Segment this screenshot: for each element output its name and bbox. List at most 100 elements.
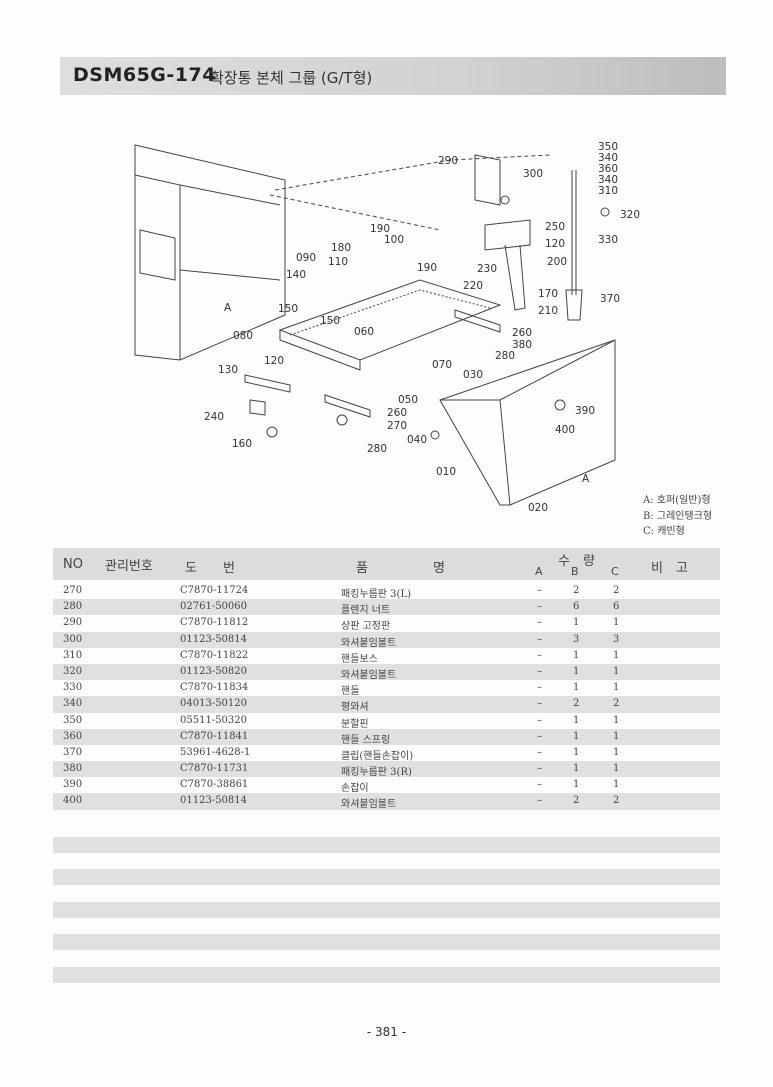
header-mgmt: 관리번호 <box>105 559 153 574</box>
legend-item: C: 캐빈형 <box>643 526 685 537</box>
callout-190: 190 <box>370 223 390 235</box>
cell-a: – <box>537 730 542 742</box>
callout-390: 390 <box>575 405 595 417</box>
cell-no: 380 <box>63 763 83 775</box>
callout-150: 150 <box>278 303 298 315</box>
callout-190: 190 <box>417 262 437 274</box>
cell-drawing: C7870-11841 <box>180 730 249 742</box>
cell-name: 손잡이 <box>341 783 369 795</box>
callout-200: 200 <box>547 256 567 268</box>
callout-360: 360 <box>598 163 618 175</box>
callout-330: 330 <box>598 234 618 246</box>
callout-370: 370 <box>600 293 620 305</box>
cell-b: 1 <box>573 665 580 677</box>
cell-no: 390 <box>63 779 83 791</box>
cell-no: 360 <box>63 730 83 742</box>
cell-c: 2 <box>613 795 620 807</box>
cell-no: 350 <box>63 714 83 726</box>
cell-no: 320 <box>63 665 83 677</box>
cell-name: 핸들보스 <box>341 653 378 665</box>
empty-row <box>53 869 720 885</box>
callout-260: 260 <box>387 407 407 419</box>
callout-090: 090 <box>296 252 316 264</box>
cell-no: 280 <box>63 601 83 613</box>
cell-a: – <box>537 682 542 694</box>
cell-b: 1 <box>573 746 580 758</box>
callout-a: A <box>582 473 590 485</box>
cell-a: – <box>537 617 542 629</box>
header-qty: 수 량 <box>558 554 595 569</box>
callout-170: 170 <box>538 288 558 300</box>
cell-b: 2 <box>573 585 580 596</box>
cell-c: 1 <box>613 763 620 775</box>
header-name: 품 명 <box>356 561 445 576</box>
cell-a: – <box>537 601 542 613</box>
header-drawing: 도 번 <box>185 561 235 576</box>
empty-row <box>53 967 720 983</box>
header-qty-c: C <box>611 565 619 578</box>
cell-name: 핸들 스프링 <box>341 734 391 746</box>
cell-a: – <box>537 698 542 710</box>
callout-060: 060 <box>354 326 374 338</box>
legend-item: B: 그레인탱크형 <box>643 510 713 522</box>
cell-b: 3 <box>573 633 580 645</box>
cell-no: 290 <box>63 617 83 629</box>
cell-name: 와셔붙임볼트 <box>341 637 397 649</box>
cell-c: 1 <box>613 665 620 677</box>
title-bar: DSM65G-174 확장통 본체 그룹 (G/T형) <box>60 57 726 95</box>
cell-drawing: 53961-4628-1 <box>180 746 251 758</box>
callout-140: 140 <box>286 269 306 281</box>
callout-340: 340 <box>598 174 618 186</box>
cell-a: – <box>537 585 542 596</box>
callout-310: 310 <box>598 185 618 197</box>
variant-legend: A: 호퍼(일반)형 B: 그레인탱크형 C: 캐빈형 <box>643 493 712 540</box>
callout-030: 030 <box>463 369 483 381</box>
cell-no: 330 <box>63 682 83 694</box>
cell-c: 3 <box>613 633 620 645</box>
cell-c: 2 <box>613 585 620 596</box>
cell-a: – <box>537 649 542 661</box>
model-code: DSM65G-174 <box>73 64 216 86</box>
cell-a: – <box>537 665 542 677</box>
cell-a: – <box>537 795 542 807</box>
callout-290: 290 <box>438 155 458 167</box>
cell-no: 400 <box>63 795 83 807</box>
cell-drawing: 01123-50820 <box>180 665 248 677</box>
callout-050: 050 <box>398 394 418 406</box>
cell-b: 1 <box>573 714 580 726</box>
cell-a: – <box>537 633 542 645</box>
cell-name: 와셔붙임볼트 <box>341 799 397 811</box>
page-number: - 381 - <box>366 1025 407 1039</box>
cell-no: 370 <box>63 746 83 758</box>
callout-070: 070 <box>432 359 452 371</box>
cell-drawing: 04013-50120 <box>180 698 248 710</box>
cell-drawing: 01123-50814 <box>180 633 248 645</box>
callout-220: 220 <box>463 280 483 292</box>
cell-name: 패킹누름판 3(L) <box>341 589 411 600</box>
cell-b: 2 <box>573 698 580 710</box>
callout-040: 040 <box>407 434 427 446</box>
cell-drawing: 05511-50320 <box>180 714 248 726</box>
cell-name: 클립(핸들손잡이) <box>341 750 414 762</box>
callout-110: 110 <box>328 256 348 268</box>
cell-drawing: C7870-11812 <box>180 617 249 629</box>
callout-240: 240 <box>204 411 224 423</box>
header-qty-a: A <box>535 565 543 578</box>
cell-name: 플렌지 너트 <box>341 605 391 617</box>
header-remark: 비 고 <box>651 561 688 576</box>
cell-no: 310 <box>63 649 83 661</box>
cell-name: 상판 고정판 <box>341 621 391 633</box>
empty-row <box>53 837 720 853</box>
cell-drawing: C7870-38861 <box>180 779 249 791</box>
cell-b: 1 <box>573 649 580 661</box>
cell-a: – <box>537 779 542 791</box>
cell-c: 1 <box>613 649 620 661</box>
